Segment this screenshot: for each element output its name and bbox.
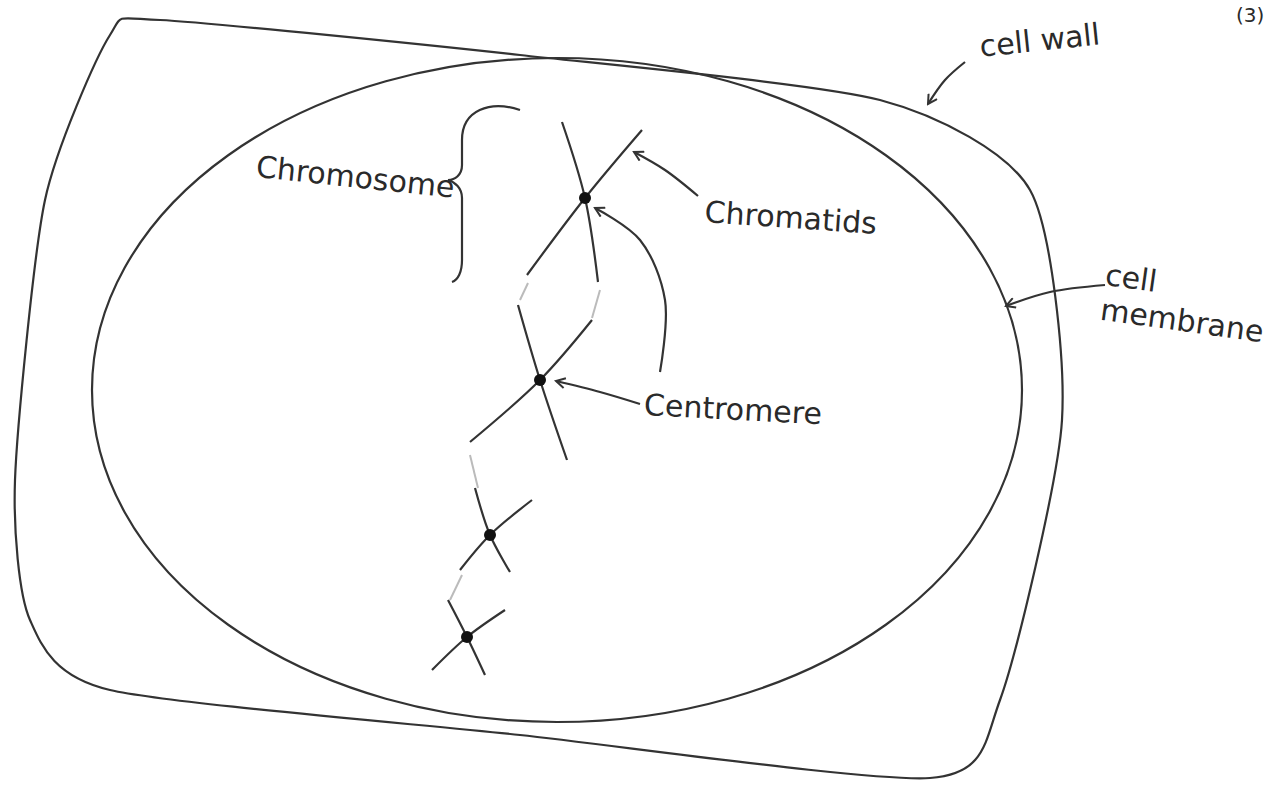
- chromosome-symbol: [527, 122, 642, 282]
- centromere-dot: [534, 374, 546, 386]
- part-label: cell wall: [978, 17, 1102, 64]
- chromatid-line: [562, 122, 598, 282]
- spindle-trace: [520, 283, 528, 300]
- part-label: (3): [1236, 4, 1264, 27]
- part-label: Chromatids: [704, 195, 878, 241]
- chromatid-line: [432, 610, 505, 670]
- leader-arrow: [634, 152, 698, 196]
- cell-wall-outline: [15, 18, 1063, 778]
- chromatid-line: [460, 500, 532, 570]
- spindle-trace: [592, 290, 600, 318]
- brace: [448, 106, 520, 282]
- centromere-dot: [579, 192, 591, 204]
- chromatid-line: [470, 320, 592, 442]
- centromere-dot: [461, 631, 473, 643]
- chromosome-symbol: [460, 488, 532, 572]
- leader-arrow: [595, 208, 666, 372]
- leader-arrow: [928, 62, 965, 104]
- chromatid-line: [448, 600, 485, 675]
- chromatid-line: [475, 488, 510, 572]
- spindle-trace: [470, 455, 478, 488]
- part-label: Centromere: [643, 388, 823, 432]
- leader-arrow: [1006, 285, 1105, 306]
- chromosome-symbol: [432, 600, 505, 675]
- chromosome-symbol: [470, 305, 592, 460]
- part-label: cell membrane: [1098, 258, 1271, 349]
- leader-arrow: [556, 381, 640, 404]
- part-label: Chromosome: [254, 150, 456, 205]
- spindle-trace: [450, 575, 462, 600]
- chromatid-line: [527, 130, 642, 275]
- cell-membrane-outline: [92, 58, 1022, 722]
- centromere-dot: [484, 529, 496, 541]
